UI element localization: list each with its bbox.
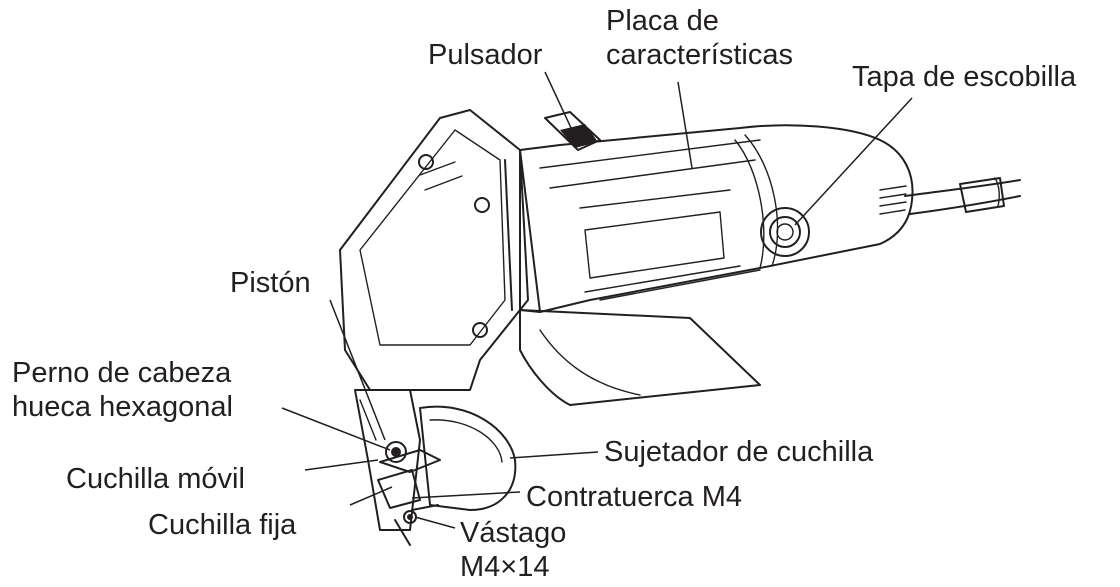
leader-pulsador	[544, 71, 573, 131]
label-placa-caracteristicas: Placa de características	[606, 5, 793, 71]
cutter-assembly	[354, 389, 441, 546]
switch-button	[544, 111, 601, 151]
leader-tapa	[794, 97, 913, 226]
motor-housing	[519, 124, 914, 313]
label-sujetador-cuchilla: Sujetador de cuchilla	[604, 436, 874, 468]
gear-head	[339, 109, 541, 391]
leader-perno	[281, 407, 391, 451]
leader-vastago	[414, 516, 456, 529]
leader-movil	[304, 459, 379, 471]
leader-lines	[281, 71, 913, 529]
label-perno-cabeza-hueca: Perno de cabeza hueca hexagonal	[12, 357, 233, 423]
blade-holder	[419, 309, 761, 511]
leader-contratuerca	[411, 491, 521, 499]
label-vastago: Vástago M4×14	[460, 517, 567, 583]
leader-fija	[349, 486, 393, 506]
leader-placa	[677, 81, 693, 169]
brush-cap	[760, 207, 810, 257]
leader-sujetador	[509, 451, 599, 459]
power-cord	[904, 177, 1021, 215]
label-contratuerca: Contratuerca M4	[526, 481, 742, 513]
label-cuchilla-movil: Cuchilla móvil	[66, 463, 245, 495]
label-tapa-escobilla: Tapa de escobilla	[852, 61, 1077, 93]
label-pulsador: Pulsador	[428, 39, 543, 71]
label-cuchilla-fija: Cuchilla fija	[148, 509, 297, 541]
leader-piston	[329, 299, 386, 441]
label-piston: Pistón	[230, 267, 311, 299]
